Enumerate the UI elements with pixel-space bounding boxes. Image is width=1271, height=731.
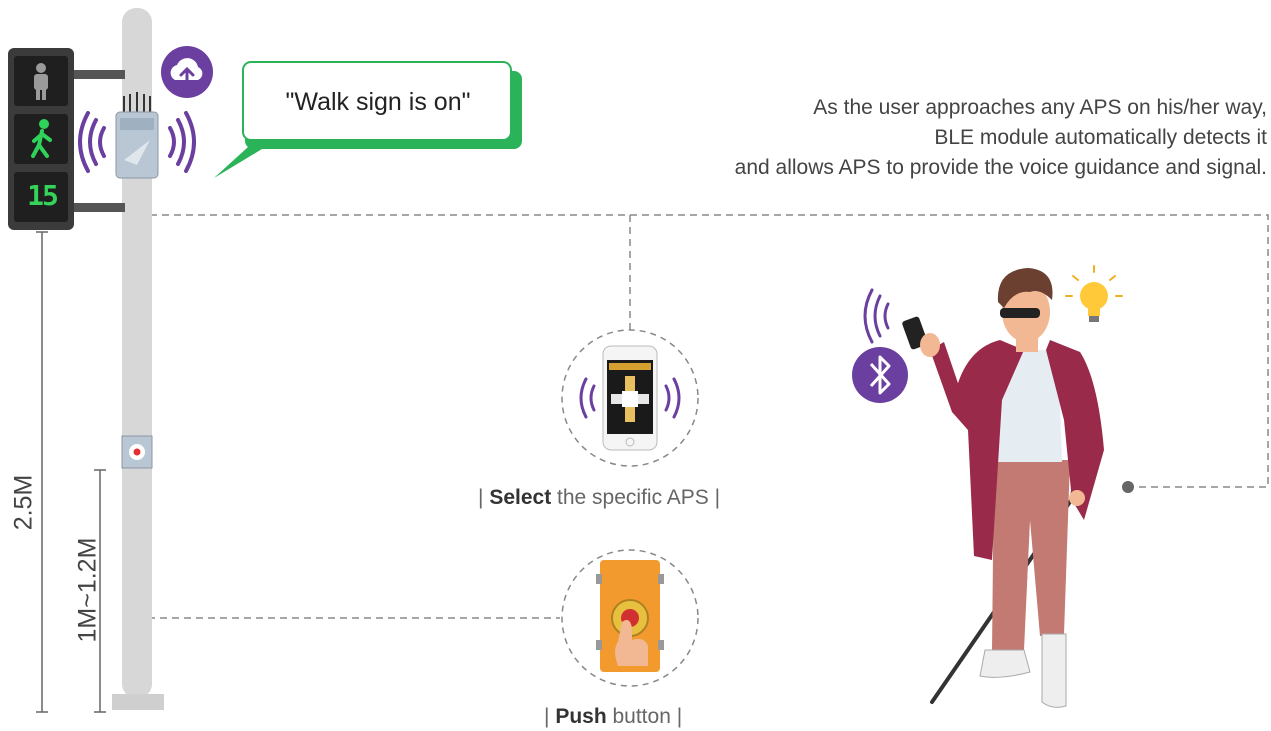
description-line-2: BLE module automatically detects it (934, 126, 1267, 149)
select-aps-caption: | Select the specific APS | (478, 486, 720, 510)
phone-select-illustration (561, 329, 699, 467)
description-line-1: As the user approaches any APS on his/he… (813, 96, 1267, 119)
select-caption-bold: Select (489, 486, 552, 509)
bluetooth-icon (852, 347, 908, 403)
caption-bar: | (478, 486, 484, 509)
user-illustration (902, 268, 1104, 708)
traffic-pole (65, 8, 164, 710)
pole-push-button (121, 435, 153, 469)
caption-bar: | (676, 705, 683, 728)
signal-waves-icon (78, 111, 196, 173)
phone-waves-icon (863, 288, 890, 344)
button-height-label: 1M~1.2M (73, 537, 102, 643)
pedestrian-stop-icon (34, 63, 48, 100)
caption-bar: | (714, 486, 721, 509)
description-line-3: and allows APS to provide the voice guid… (734, 156, 1267, 179)
aps-description: As the user approaches any APS on his/he… (567, 93, 1267, 183)
user-dot (1122, 481, 1134, 493)
pedestrian-signal (8, 48, 74, 230)
total-height-label: 2.5M (9, 474, 38, 531)
push-caption-rest: button (606, 705, 671, 728)
ble-module (115, 92, 159, 179)
push-button-caption: | Push button | (544, 705, 682, 729)
cloud-upload-icon (161, 46, 213, 98)
lightbulb-icon (1065, 265, 1123, 322)
speech-bubble (214, 61, 522, 178)
signal-countdown: 15 (27, 178, 59, 212)
caption-bar: | (544, 705, 550, 728)
push-caption-bold: Push (555, 705, 607, 728)
pedestrian-walk-icon (31, 119, 52, 158)
walk-sign-bubble-text: "Walk sign is on" (285, 87, 471, 116)
push-button-illustration (561, 549, 699, 687)
select-caption-rest: the specific APS (551, 486, 709, 509)
connector-lines (136, 180, 1269, 619)
measure-lines (36, 231, 106, 713)
